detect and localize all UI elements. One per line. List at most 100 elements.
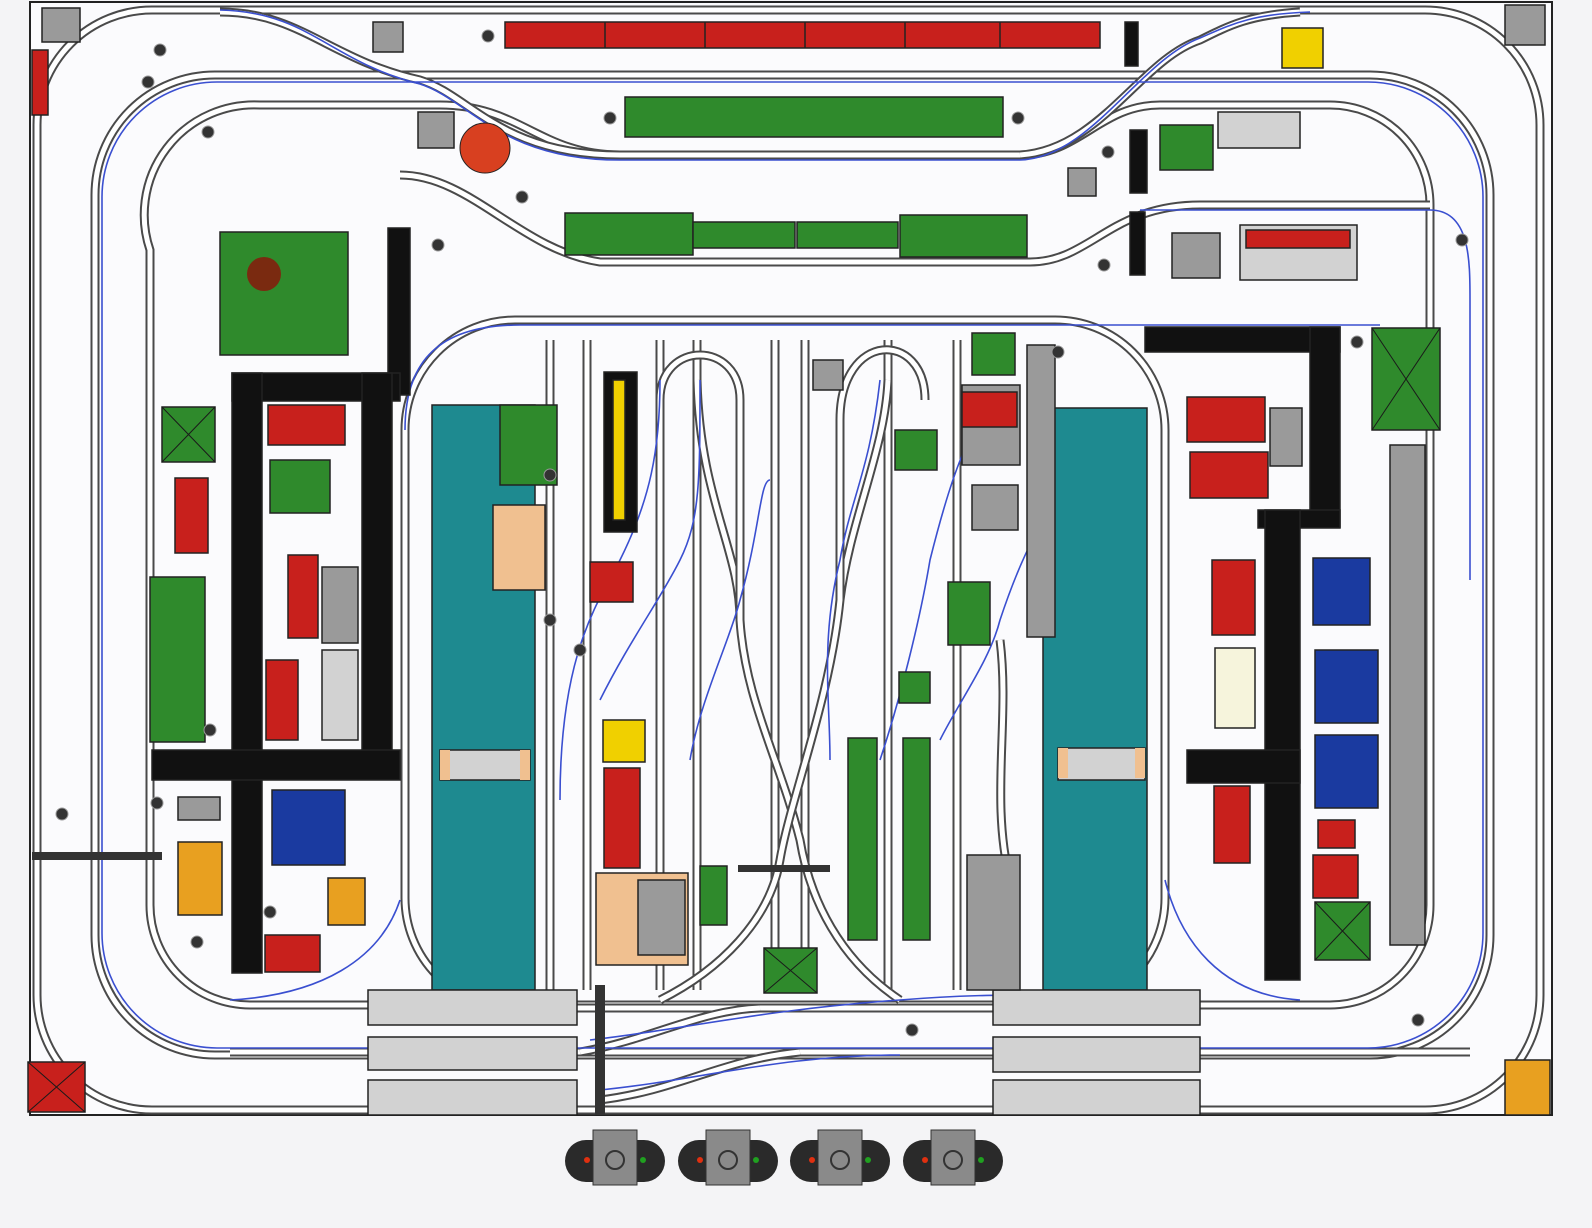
bridge-abutment-4 bbox=[1135, 748, 1145, 778]
black-wall-top bbox=[1124, 21, 1139, 67]
crossing-gate-yard bbox=[738, 865, 830, 872]
accessory-lamp-11 bbox=[1455, 233, 1469, 247]
round-gazebo bbox=[459, 122, 511, 174]
accessory-lamp-16 bbox=[263, 905, 277, 919]
green-house-right-roof-lines bbox=[1314, 901, 1371, 961]
accessory-lamp-10 bbox=[1097, 258, 1111, 272]
controller-knob bbox=[830, 1150, 850, 1170]
wiring-run-1 bbox=[101, 81, 1484, 1049]
bridge-left bbox=[439, 749, 531, 781]
black-road-right-top bbox=[1144, 326, 1341, 353]
gray-shed-left bbox=[177, 796, 221, 821]
yard-ladder-right bbox=[657, 379, 893, 1005]
black-road-vertical-top bbox=[387, 227, 411, 396]
red-train-top-right bbox=[1245, 229, 1351, 249]
green-diamond-yard-roof-lines bbox=[763, 947, 818, 994]
accessory-lamp-8 bbox=[515, 190, 529, 204]
black-road-right-h bbox=[1186, 749, 1301, 784]
accessory-lamp-18 bbox=[1051, 345, 1065, 359]
black-wall-1 bbox=[1129, 129, 1148, 194]
green-shed-mid-1 bbox=[564, 212, 694, 256]
gray-bottom-building bbox=[966, 854, 1021, 991]
red-factory-2 bbox=[1189, 451, 1269, 499]
white-building-top-right bbox=[1217, 111, 1301, 149]
red-house-right-2 bbox=[1213, 785, 1251, 864]
green-small-yard bbox=[898, 671, 931, 704]
blue-building bbox=[271, 789, 346, 866]
bridge-abutment-1 bbox=[440, 750, 450, 780]
accessory-lamp-12 bbox=[55, 807, 69, 821]
gray-building-2 bbox=[321, 649, 359, 741]
blue-block-2 bbox=[1314, 734, 1379, 809]
controller-green-light bbox=[978, 1157, 984, 1163]
controllers-layer bbox=[565, 1129, 1003, 1186]
green-yard-sq-1 bbox=[894, 429, 938, 471]
cream-house bbox=[1214, 647, 1256, 729]
track-top-siding bbox=[219, 7, 621, 160]
gray-corner-tr bbox=[1504, 4, 1546, 46]
tan-pad-left bbox=[492, 504, 546, 591]
controller-knob bbox=[718, 1150, 738, 1170]
wiring-run-8 bbox=[826, 379, 881, 761]
accessory-lamp-23 bbox=[573, 643, 587, 657]
red-house-4 bbox=[264, 934, 321, 973]
green-building-top-right bbox=[1159, 124, 1214, 171]
controller-body bbox=[705, 1129, 751, 1186]
controller-body bbox=[817, 1129, 863, 1186]
crossing-gate-bottom bbox=[595, 985, 605, 1115]
wiring-run-11 bbox=[229, 899, 401, 1001]
green-diamond-right-roof-lines bbox=[1371, 327, 1441, 431]
accessory-lamp-4 bbox=[1011, 111, 1025, 125]
red-house-left bbox=[174, 477, 209, 554]
controller-body bbox=[592, 1129, 638, 1186]
green-track-car-2 bbox=[902, 737, 931, 941]
red-bar-left bbox=[31, 49, 49, 116]
platform-left-1 bbox=[367, 989, 578, 1026]
structures-layer bbox=[27, 4, 1551, 1116]
gray-shed-top-3 bbox=[1067, 167, 1097, 197]
yellow-square-tower bbox=[602, 719, 646, 763]
wiring-run-6 bbox=[599, 379, 701, 701]
wiring-run-4 bbox=[404, 324, 1380, 431]
blue-house bbox=[1312, 557, 1371, 626]
controller-body bbox=[930, 1129, 976, 1186]
yard-ladder-left bbox=[692, 379, 903, 1004]
green-station-left bbox=[149, 576, 206, 743]
red-yard-crane bbox=[961, 391, 1018, 428]
accessory-lamp-9 bbox=[431, 238, 445, 252]
controller-green-light bbox=[753, 1157, 759, 1163]
accessory-lamp-13 bbox=[150, 796, 164, 810]
red-house-right-1 bbox=[1211, 559, 1256, 636]
gray-corner-tl bbox=[41, 7, 81, 43]
wiring-run-14 bbox=[1164, 879, 1301, 1001]
platform-left-3 bbox=[367, 1079, 578, 1116]
accessory-lamp-15 bbox=[190, 935, 204, 949]
bridge-abutment-3 bbox=[1058, 748, 1068, 778]
gray-long-platform bbox=[1389, 444, 1426, 946]
green-yard-sq-2 bbox=[971, 332, 1016, 376]
accessory-lamp-20 bbox=[1411, 1013, 1425, 1027]
red-house-2 bbox=[287, 554, 319, 639]
black-road-right bbox=[361, 372, 393, 779]
red-house-1 bbox=[267, 404, 346, 446]
controller-red-light bbox=[697, 1157, 703, 1163]
green-shed-mid-2 bbox=[692, 221, 796, 249]
accessory-lamp-17 bbox=[1350, 335, 1364, 349]
platform-right-3 bbox=[992, 1079, 1201, 1116]
red-house-3 bbox=[265, 659, 299, 741]
gray-turntable bbox=[637, 879, 686, 956]
gray-shed-top-2 bbox=[417, 111, 455, 149]
accessory-lamp-5 bbox=[1101, 145, 1115, 159]
gray-shed-top-4 bbox=[812, 359, 844, 391]
black-road-left bbox=[231, 372, 263, 974]
red-small-2 bbox=[1312, 854, 1359, 899]
crossing-gate-left bbox=[32, 852, 162, 860]
green-shed-top bbox=[624, 96, 1004, 138]
controller-red-light bbox=[584, 1157, 590, 1163]
black-road-bottom bbox=[151, 749, 401, 781]
bridge-right bbox=[1057, 747, 1146, 781]
factory-tank bbox=[247, 257, 281, 291]
bridge-abutment-2 bbox=[520, 750, 530, 780]
accessory-lamp-22 bbox=[543, 613, 557, 627]
